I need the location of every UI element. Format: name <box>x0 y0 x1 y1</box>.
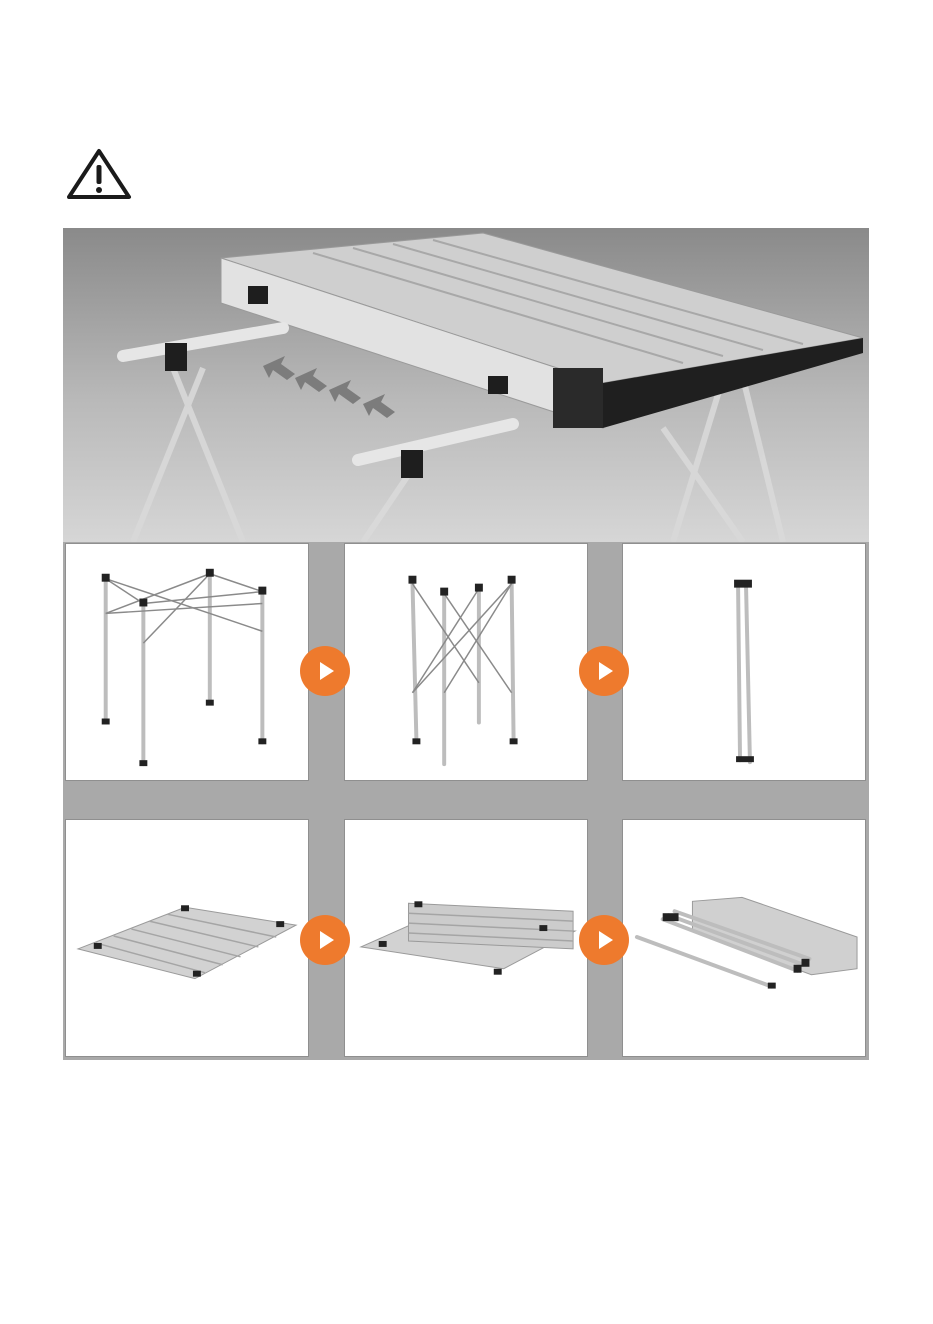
slide-direction-arrows-icon <box>263 356 395 418</box>
hero-table-image <box>63 228 869 542</box>
step-5-rolled-tabletop <box>344 819 588 1057</box>
step-2-folded-frame <box>344 543 588 781</box>
step-6-packed-parts <box>622 819 866 1057</box>
step-1-open-frame <box>65 543 309 781</box>
next-step-arrow-icon <box>579 646 629 696</box>
next-step-arrow-icon <box>579 915 629 965</box>
step-3-collapsed-frame <box>622 543 866 781</box>
next-step-arrow-icon <box>300 915 350 965</box>
step-4-flat-tabletop <box>65 819 309 1057</box>
next-step-arrow-icon <box>300 646 350 696</box>
warning-triangle-icon <box>66 148 132 200</box>
